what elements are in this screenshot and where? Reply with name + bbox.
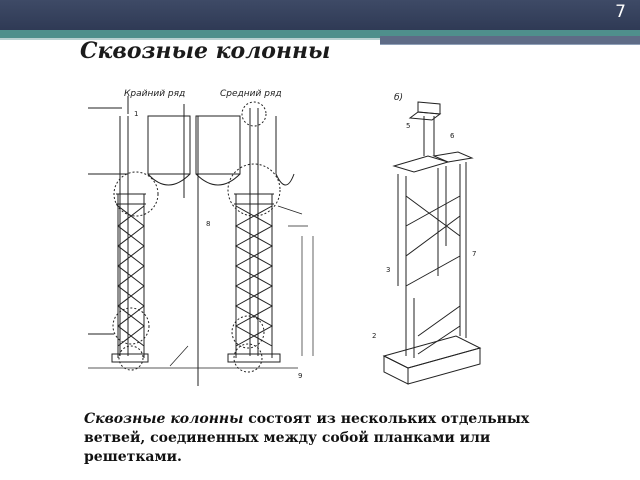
isometric-column-drawing: [382, 101, 482, 385]
callout-3: 3: [386, 266, 390, 274]
callout-9: 9: [298, 372, 302, 380]
slide-title: Сквозные колонны: [80, 38, 331, 64]
edge-row-column-drawing: [88, 96, 159, 371]
slide-caption: Сквозные колонны состоят из нескольких о…: [84, 410, 554, 467]
crane-beam-drawing: [147, 104, 295, 386]
header-teal-band: [0, 30, 640, 38]
callout-6: 6: [450, 132, 455, 140]
dimension-lines: [88, 205, 314, 369]
callout-2: 2: [372, 332, 376, 340]
callout-8: 8: [206, 220, 210, 228]
header-accent-strip: [380, 36, 640, 45]
slide-header-bar: [0, 0, 640, 30]
panel-b-label: б): [394, 93, 403, 103]
column-drawing-figure: Крайний ряд Средний ряд б) 1 2 3 5 6 7 8…: [88, 89, 482, 386]
middle-row-label: Средний ряд: [220, 89, 282, 99]
slide-number: 7: [615, 2, 626, 22]
callout-7: 7: [472, 250, 476, 258]
header-light-band: [0, 38, 640, 40]
callout-1: 1: [134, 110, 138, 118]
caption-emphasis: Сквозные колонны: [84, 411, 244, 427]
callout-5: 5: [406, 122, 410, 130]
caption-body: состоят из нескольких отдельных ветвей, …: [84, 411, 530, 465]
edge-row-label: Крайний ряд: [124, 89, 185, 99]
middle-row-column-drawing: [227, 101, 281, 373]
